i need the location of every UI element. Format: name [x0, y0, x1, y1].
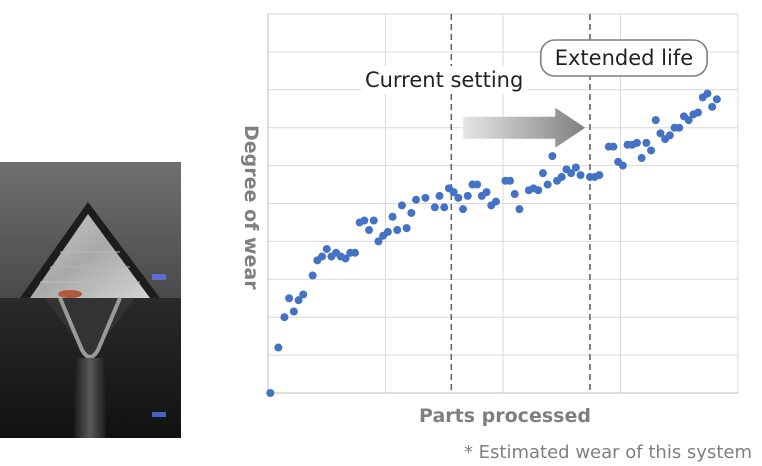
- data-point: [274, 343, 283, 352]
- data-point: [595, 171, 604, 180]
- tool-photo-top: [0, 162, 181, 298]
- data-point: [506, 176, 515, 185]
- data-point: [421, 193, 430, 202]
- data-point: [534, 186, 543, 195]
- data-point: [609, 142, 618, 151]
- extended-life-annotation: Extended life: [539, 39, 708, 77]
- data-point: [637, 154, 646, 163]
- data-point: [374, 237, 383, 246]
- footnote: * Estimated wear of this system: [464, 442, 752, 463]
- data-point: [318, 252, 327, 261]
- data-point: [571, 163, 580, 172]
- data-point: [463, 191, 472, 200]
- data-point: [694, 108, 703, 117]
- progress-arrow: [463, 107, 586, 148]
- data-point: [440, 203, 449, 212]
- extended-life-label: Extended life: [555, 46, 693, 70]
- data-point: [341, 254, 350, 263]
- data-point: [712, 95, 721, 104]
- data-point: [407, 208, 416, 217]
- data-point: [684, 116, 693, 125]
- data-point: [266, 389, 275, 397]
- data-point: [308, 271, 317, 280]
- data-point: [397, 201, 406, 210]
- data-point: [289, 307, 298, 316]
- data-point: [538, 169, 547, 178]
- data-point: [459, 205, 468, 214]
- data-point: [454, 193, 463, 202]
- data-point: [449, 188, 458, 197]
- data-point: [383, 227, 392, 236]
- data-point: [567, 169, 576, 178]
- data-point: [350, 248, 359, 257]
- data-point: [393, 226, 402, 235]
- data-point: [656, 129, 665, 138]
- data-point: [299, 290, 308, 299]
- data-point: [294, 296, 303, 305]
- data-point: [576, 171, 585, 180]
- data-point: [548, 152, 557, 161]
- chart-arrow: [463, 107, 586, 148]
- data-point: [322, 244, 331, 253]
- tool-photo-bottom: [0, 297, 181, 438]
- data-point: [280, 313, 289, 322]
- data-point: [618, 161, 627, 170]
- data-point: [285, 294, 294, 303]
- data-point: [365, 226, 374, 235]
- data-point: [388, 212, 397, 221]
- y-axis-title: Degree of wear: [240, 125, 262, 290]
- data-point: [642, 138, 651, 147]
- tool-wear-photos: [0, 162, 181, 438]
- data-point: [543, 180, 552, 189]
- data-point: [482, 188, 491, 197]
- data-point: [435, 191, 444, 200]
- data-point: [665, 131, 674, 140]
- data-point: [515, 205, 524, 214]
- data-point: [402, 224, 411, 233]
- data-point: [703, 89, 712, 98]
- chart-points: [266, 89, 721, 397]
- data-point: [557, 172, 566, 181]
- current-setting-label: Current setting: [365, 68, 523, 92]
- data-point: [473, 180, 482, 189]
- current-setting-annotation: Current setting: [360, 66, 528, 94]
- data-point: [675, 123, 684, 132]
- data-point: [430, 203, 439, 212]
- data-point: [491, 197, 500, 206]
- data-point: [708, 102, 717, 111]
- x-axis-title: Parts processed: [419, 405, 591, 427]
- data-point: [632, 138, 641, 147]
- data-point: [360, 216, 369, 225]
- data-point: [369, 216, 378, 225]
- data-point: [510, 190, 519, 199]
- data-point: [647, 146, 656, 155]
- data-point: [412, 195, 421, 204]
- data-point: [651, 116, 660, 125]
